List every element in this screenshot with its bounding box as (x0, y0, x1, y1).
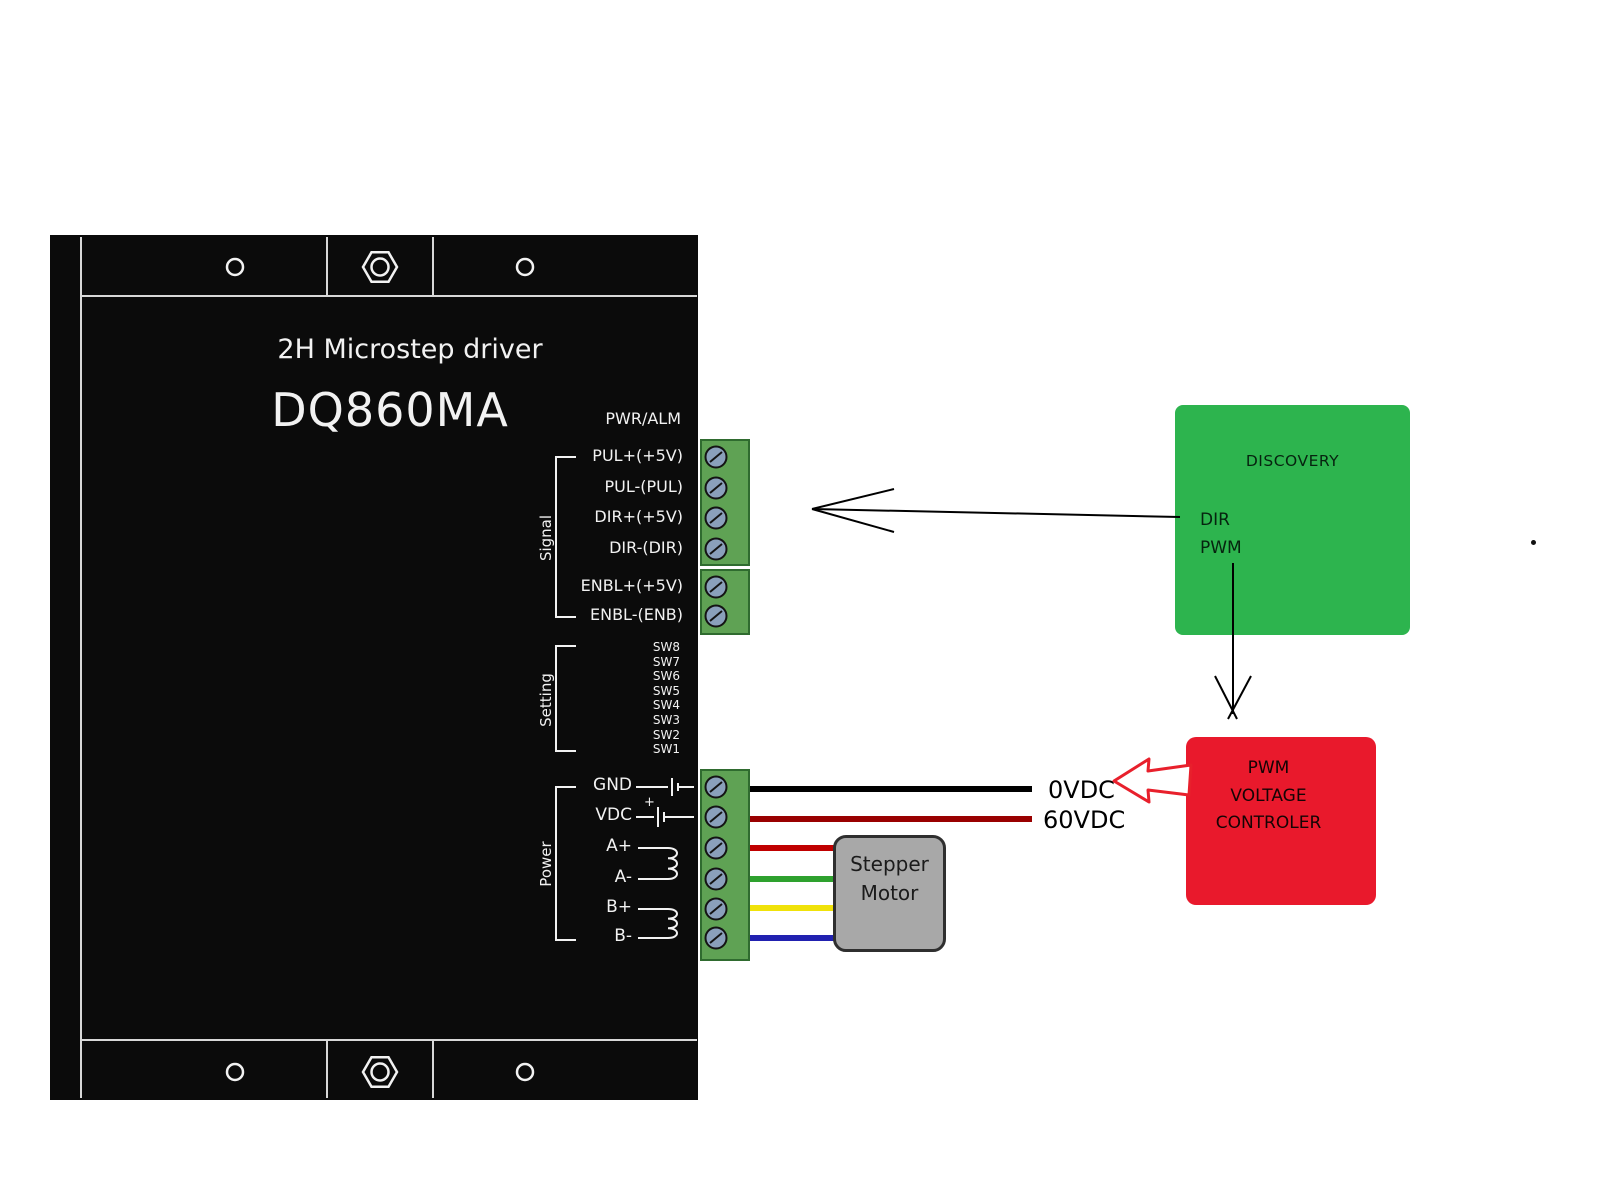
terminal-label-gnd: GND (593, 775, 632, 795)
terminal-label-enbl-minus: ENBL-(ENB) (590, 605, 683, 624)
pwm-controller-line3: CONTROLER (1215, 813, 1322, 833)
pwm-voltage-controller (1186, 737, 1376, 905)
gnd-voltage-label: 0VDC (1048, 776, 1115, 804)
terminal-label-a-minus: A- (614, 867, 632, 887)
driver-title: 2H Microstep driver (277, 334, 543, 365)
pwm-controller-label: PWM VOLTAGE CONTROLER (1186, 755, 1351, 838)
signal-group-label: Signal (537, 514, 555, 562)
sw1-label: SW1 (652, 742, 680, 757)
block-arrow-icon (1112, 757, 1193, 804)
terminal-label-a-plus: A+ (606, 836, 632, 856)
driver-body (50, 235, 698, 1100)
terminal-label-enbl-plus: ENBL+(+5V) (580, 576, 683, 595)
terminal-label-dir-plus: DIR+(+5V) (594, 507, 683, 526)
signal-terminal-block (700, 439, 750, 566)
stepper-motor-label-line2: Motor (860, 881, 919, 905)
discovery-pin-pwm: PWM (1200, 538, 1242, 558)
sw7-label: SW7 (652, 654, 680, 669)
sw4-label: SW4 (652, 698, 680, 713)
pwm-controller-line1: PWM (1247, 758, 1290, 778)
terminal-label-pul-minus: PUL-(PUL) (604, 477, 683, 496)
sw5-label: SW5 (652, 683, 680, 698)
terminal-label-vdc: VDC (595, 805, 632, 825)
stray-dot (1531, 540, 1536, 545)
arrow-discovery-to-driver (811, 488, 1181, 533)
driver-model: DQ860MA (271, 383, 509, 437)
discovery-title: DISCOVERY (1245, 452, 1340, 470)
terminal-label-b-plus: B+ (606, 897, 632, 917)
pwm-controller-line2: VOLTAGE (1230, 785, 1307, 806)
pwr-alm-label: PWR/ALM (605, 409, 681, 428)
sw3-label: SW3 (652, 712, 680, 727)
discovery-board (1175, 405, 1410, 635)
sw8-label: SW8 (652, 640, 680, 654)
setting-group-label: Setting (537, 673, 555, 727)
stepper-motor-label-line1: Stepper (850, 852, 929, 876)
power-terminal-block (700, 769, 750, 961)
terminal-label-pul-plus: PUL+(+5V) (592, 446, 683, 465)
power-group-label: Power (537, 841, 555, 887)
enable-terminal-block (700, 569, 750, 635)
terminal-label-dir-minus: DIR-(DIR) (609, 538, 683, 557)
dip-switch-labels: SW8 SW7 SW6 SW5 SW4 SW3 SW2 SW1 (600, 640, 680, 757)
sw6-label: SW6 (652, 669, 680, 684)
sw2-label: SW2 (652, 727, 680, 742)
stepper-motor: Stepper Motor (833, 835, 946, 952)
terminal-label-b-minus: B- (614, 926, 632, 946)
vdc-voltage-label: 60VDC (1043, 806, 1126, 834)
discovery-pin-dir: DIR (1200, 510, 1230, 530)
